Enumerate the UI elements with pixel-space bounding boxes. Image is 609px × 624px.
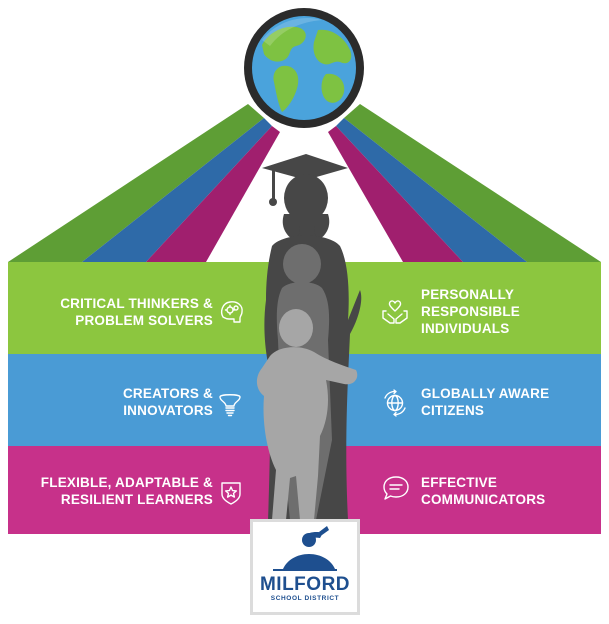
label-line: RESILIENT LEARNERS	[60, 492, 213, 507]
ray-left-outer-magenta	[146, 126, 280, 262]
label-critical-thinkers: CRITICAL THINKERS & PROBLEM SOLVERS	[60, 295, 213, 329]
rays-right	[328, 104, 601, 262]
label-line: PERSONALLY	[421, 287, 515, 302]
star-badge-icon	[216, 477, 246, 507]
heart-in-hands-icon	[380, 297, 410, 327]
globe-arrows-icon	[380, 388, 410, 418]
speech-bubble-icon	[381, 473, 411, 503]
label-line: EFFECTIVE	[421, 475, 498, 490]
label-line: INDIVIDUALS	[421, 321, 510, 336]
label-line: INNOVATORS	[123, 403, 213, 418]
graduate-and-child-silhouette	[256, 154, 362, 520]
label-line: CITIZENS	[421, 403, 485, 418]
earth-globe-icon	[244, 8, 364, 128]
ray-left-outer-blue	[82, 118, 272, 262]
lightbulb-icon	[215, 389, 245, 419]
logo-name: MILFORD	[259, 574, 351, 595]
rays-left	[8, 104, 280, 262]
label-line: GLOBALLY AWARE	[421, 386, 550, 401]
label-personally-responsible: PERSONALLY RESPONSIBLE INDIVIDUALS	[421, 286, 520, 337]
milford-logo: MILFORD SCHOOL DISTRICT	[250, 519, 360, 615]
label-line: CREATORS &	[122, 386, 213, 401]
label-flexible-learners: FLEXIBLE, ADAPTABLE & RESILIENT LEARNERS	[41, 474, 213, 508]
label-line: PROBLEM SOLVERS	[75, 313, 213, 328]
label-effective-communicators: EFFECTIVE COMMUNICATORS	[421, 474, 545, 508]
brain-gears-icon	[217, 297, 247, 327]
ray-right-outer-magenta	[328, 126, 463, 262]
label-line: CRITICAL THINKERS &	[60, 296, 213, 311]
label-line: FLEXIBLE, ADAPTABLE &	[40, 475, 213, 490]
label-creators-innovators: CREATORS & INNOVATORS	[123, 385, 213, 419]
label-line: RESPONSIBLE	[421, 304, 520, 319]
reader-with-book-icon	[273, 526, 337, 571]
ray-right-outer-blue	[336, 118, 527, 262]
label-globally-aware: GLOBALLY AWARE CITIZENS	[421, 385, 549, 419]
label-line: COMMUNICATORS	[421, 492, 546, 507]
ray-left-outer-green	[8, 104, 264, 262]
logo-subtitle: SCHOOL DISTRICT	[270, 595, 340, 602]
ray-right-outer-green	[344, 104, 601, 262]
